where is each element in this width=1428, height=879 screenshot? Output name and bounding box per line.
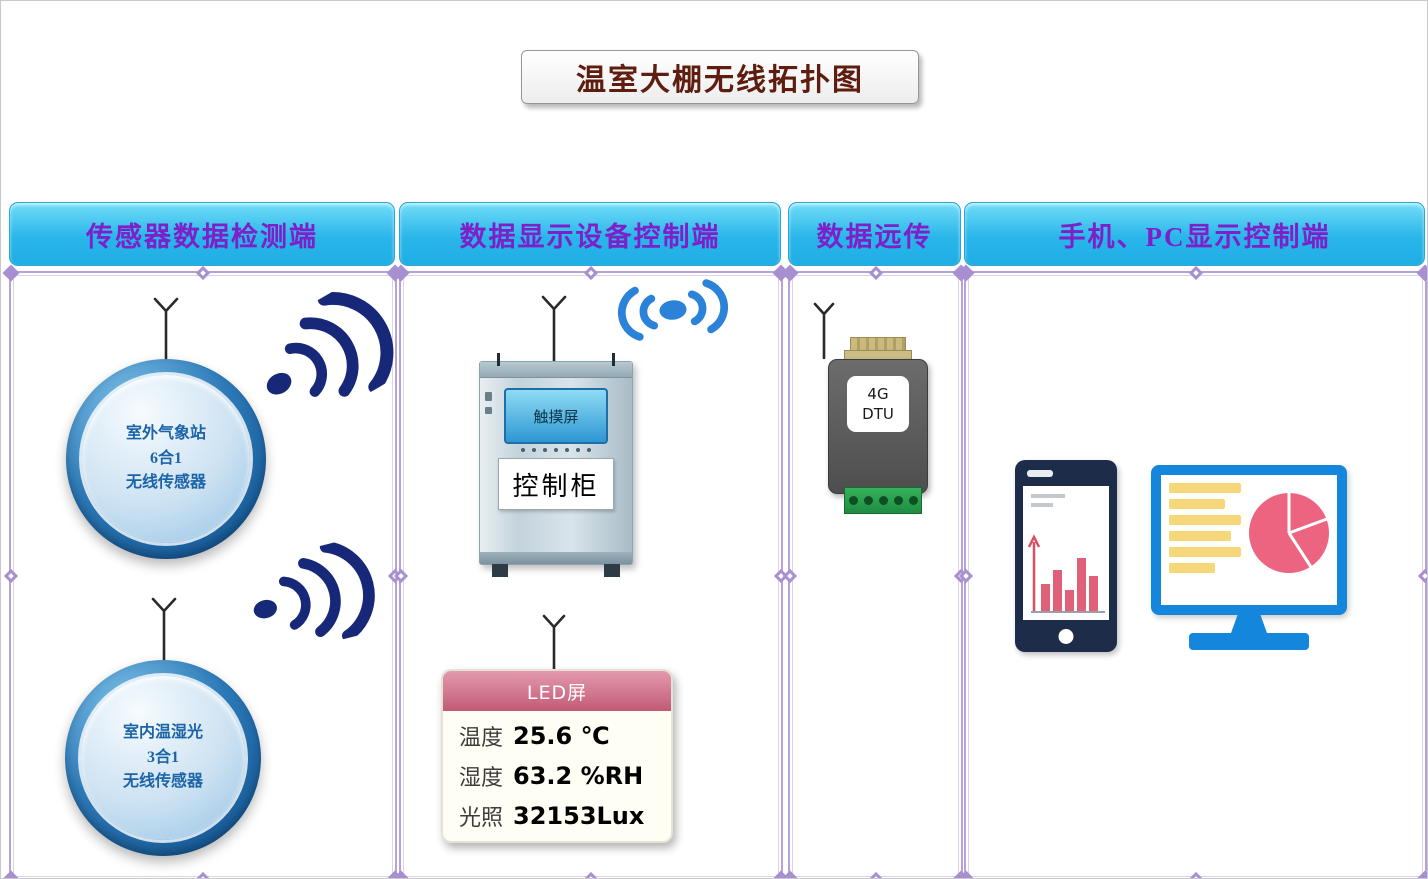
temperature-label: 温度 xyxy=(459,725,504,750)
column-header-sensor-detection: 传感器数据检测端 xyxy=(9,202,395,266)
frame-ornament xyxy=(1188,871,1203,878)
page-title: 温室大棚无线拓扑图 xyxy=(576,64,864,97)
frame-ornament xyxy=(583,265,599,281)
frame-ornament xyxy=(2,870,20,878)
antenna-icon xyxy=(541,295,567,365)
monitor-icon xyxy=(1151,465,1347,615)
dtu-terminal-block xyxy=(844,487,922,514)
antenna-icon xyxy=(151,597,177,663)
wifi-signal-icon xyxy=(253,540,375,642)
frame-ornament xyxy=(1188,265,1203,281)
screen-text-line xyxy=(1031,494,1065,498)
led-panel-body: 温度 25.6 ℃ 湿度 63.2 %RH 光照 32153Lux xyxy=(443,711,671,836)
sensor-label-line: 3合1 xyxy=(146,748,179,766)
control-cabinet: 触摸屏 控制柜 xyxy=(479,353,633,577)
sensor-label-line: 室外气象站 xyxy=(125,424,206,442)
monitor-stand-neck xyxy=(1231,615,1267,633)
antenna-icon xyxy=(153,297,179,363)
phone-icon xyxy=(1015,460,1117,652)
wifi-emission-icon xyxy=(617,279,729,341)
led-panel-header: LED屏 xyxy=(443,671,671,711)
cabinet-vent-dots xyxy=(521,448,591,452)
phone-speaker xyxy=(1027,470,1053,477)
pie-chart-icon xyxy=(1249,493,1329,573)
frame-ornament xyxy=(781,870,799,878)
frame-ornament xyxy=(3,568,19,584)
led-panel-title: LED屏 xyxy=(526,681,588,704)
dtu-device: 4G DTU xyxy=(828,359,928,494)
bar-chart-icon xyxy=(1027,534,1105,613)
monitor-stand-base xyxy=(1189,633,1309,650)
column-header-label: 传感器数据检测端 xyxy=(86,221,318,252)
humidity-label: 湿度 xyxy=(459,765,504,790)
sensor-label-line: 无线传感器 xyxy=(122,773,203,791)
frame-ornament xyxy=(583,871,599,878)
sensor-label-line: 6合1 xyxy=(149,449,182,467)
cabinet-foot xyxy=(492,564,508,577)
cabinet-pin xyxy=(612,353,615,366)
column-header-label: 数据远传 xyxy=(816,221,933,252)
dtu-label: 4G DTU xyxy=(847,376,909,432)
cabinet-button xyxy=(485,407,492,414)
dtu-connector-top xyxy=(850,337,906,351)
sensor-label: 室内温湿光 3合1 无线传感器 xyxy=(65,660,261,856)
sensor-label-line: 无线传感器 xyxy=(125,474,206,492)
phone-home-button xyxy=(1058,629,1074,644)
cabinet-label: 控制柜 xyxy=(498,458,614,510)
sensor-label-line: 室内温湿光 xyxy=(122,723,203,741)
frame-ornament xyxy=(1416,264,1427,282)
frame-ornament xyxy=(1417,568,1427,584)
screen-text-line xyxy=(1031,503,1053,507)
cabinet-base xyxy=(480,552,632,564)
cabinet-foot xyxy=(604,564,620,577)
title-box: 温室大棚无线拓扑图 xyxy=(521,50,919,104)
phone-screen xyxy=(1023,486,1109,620)
antenna-icon xyxy=(542,614,566,673)
frame-ornament xyxy=(782,568,798,584)
led-row-humidity: 湿度 63.2 %RH xyxy=(459,756,671,796)
wifi-signal-icon xyxy=(266,292,394,397)
frame-ornament xyxy=(2,264,20,282)
temperature-value: 25.6 ℃ xyxy=(513,722,610,750)
light-value: 32153Lux xyxy=(513,802,645,830)
touchscreen-label: 触摸屏 xyxy=(533,407,579,426)
frame-ornament xyxy=(868,265,883,281)
column-header-display-control: 数据显示设备控制端 xyxy=(399,202,781,266)
led-row-temperature: 温度 25.6 ℃ xyxy=(459,716,671,756)
humidity-value: 63.2 %RH xyxy=(513,762,644,790)
sensor-label: 室外气象站 6合1 无线传感器 xyxy=(66,359,266,559)
cabinet-pin xyxy=(497,353,500,366)
touchscreen: 触摸屏 xyxy=(504,388,608,444)
column-header-phone-pc: 手机、PC显示控制端 xyxy=(964,202,1425,266)
antenna-icon xyxy=(813,302,835,359)
led-panel: LED屏 温度 25.6 ℃ 湿度 63.2 %RH 光照 32153Lux xyxy=(441,669,673,843)
column-header-label: 手机、PC显示控制端 xyxy=(1058,221,1331,252)
column-header-label: 数据显示设备控制端 xyxy=(459,221,721,252)
light-label: 光照 xyxy=(459,805,504,830)
frame-ornament xyxy=(195,265,211,281)
frame-ornament xyxy=(1416,870,1427,878)
led-row-light: 光照 32153Lux xyxy=(459,796,671,836)
monitor-screen xyxy=(1161,475,1337,605)
screen-text-lines xyxy=(1169,483,1241,573)
cabinet-button xyxy=(485,392,492,401)
frame-ornament xyxy=(868,871,883,878)
sensor-node-indoor: 室内温湿光 3合1 无线传感器 xyxy=(65,660,261,856)
sensor-node-outdoor: 室外气象站 6合1 无线传感器 xyxy=(66,359,266,559)
frame-ornament xyxy=(195,871,211,878)
cabinet-top-panel xyxy=(480,362,632,378)
column-header-remote-transmission: 数据远传 xyxy=(788,202,961,266)
